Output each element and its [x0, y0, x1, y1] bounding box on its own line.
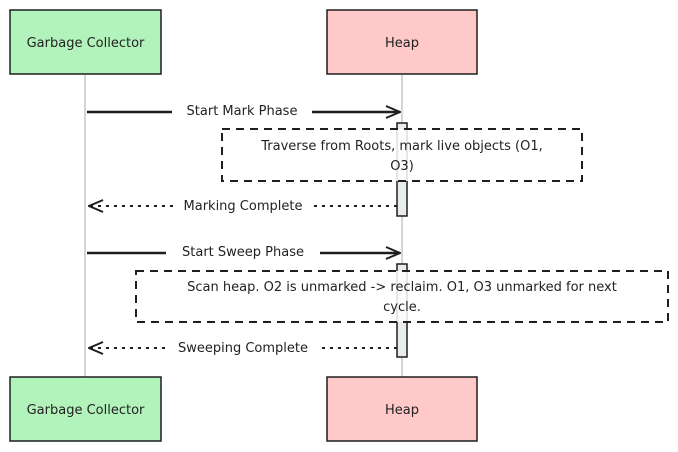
- gc-participant-top: Garbage Collector: [9, 9, 162, 75]
- gc-participant-bottom: Garbage Collector: [9, 376, 162, 442]
- heap-participant-bottom: Heap: [326, 376, 478, 442]
- message-label: Start Sweep Phase: [182, 245, 304, 260]
- heap-participant-label: Heap: [385, 36, 419, 51]
- heap-participant-label: Heap: [385, 403, 419, 418]
- message-label: Start Mark Phase: [187, 104, 298, 119]
- message-label: Sweeping Complete: [178, 341, 308, 356]
- message-marking-complete: Marking Complete: [89, 197, 397, 214]
- note-line-2: cycle.: [383, 300, 421, 315]
- message-start-sweep: Start Sweep Phase: [87, 244, 400, 260]
- message-sweeping-complete: Sweeping Complete: [89, 339, 397, 356]
- note-line-1: Traverse from Roots, mark live objects (…: [260, 139, 543, 154]
- heap-participant-top: Heap: [326, 9, 478, 75]
- note-sweep: Scan heap. O2 is unmarked -> reclaim. O1…: [135, 270, 669, 323]
- gc-participant-label: Garbage Collector: [27, 403, 145, 418]
- message-start-mark: Start Mark Phase: [87, 103, 400, 119]
- message-label: Marking Complete: [184, 199, 303, 214]
- note-line-2: O3): [390, 159, 414, 174]
- gc-participant-label: Garbage Collector: [27, 36, 145, 51]
- note-mark: Traverse from Roots, mark live objects (…: [221, 128, 583, 182]
- note-line-1: Scan heap. O2 is unmarked -> reclaim. O1…: [187, 280, 617, 295]
